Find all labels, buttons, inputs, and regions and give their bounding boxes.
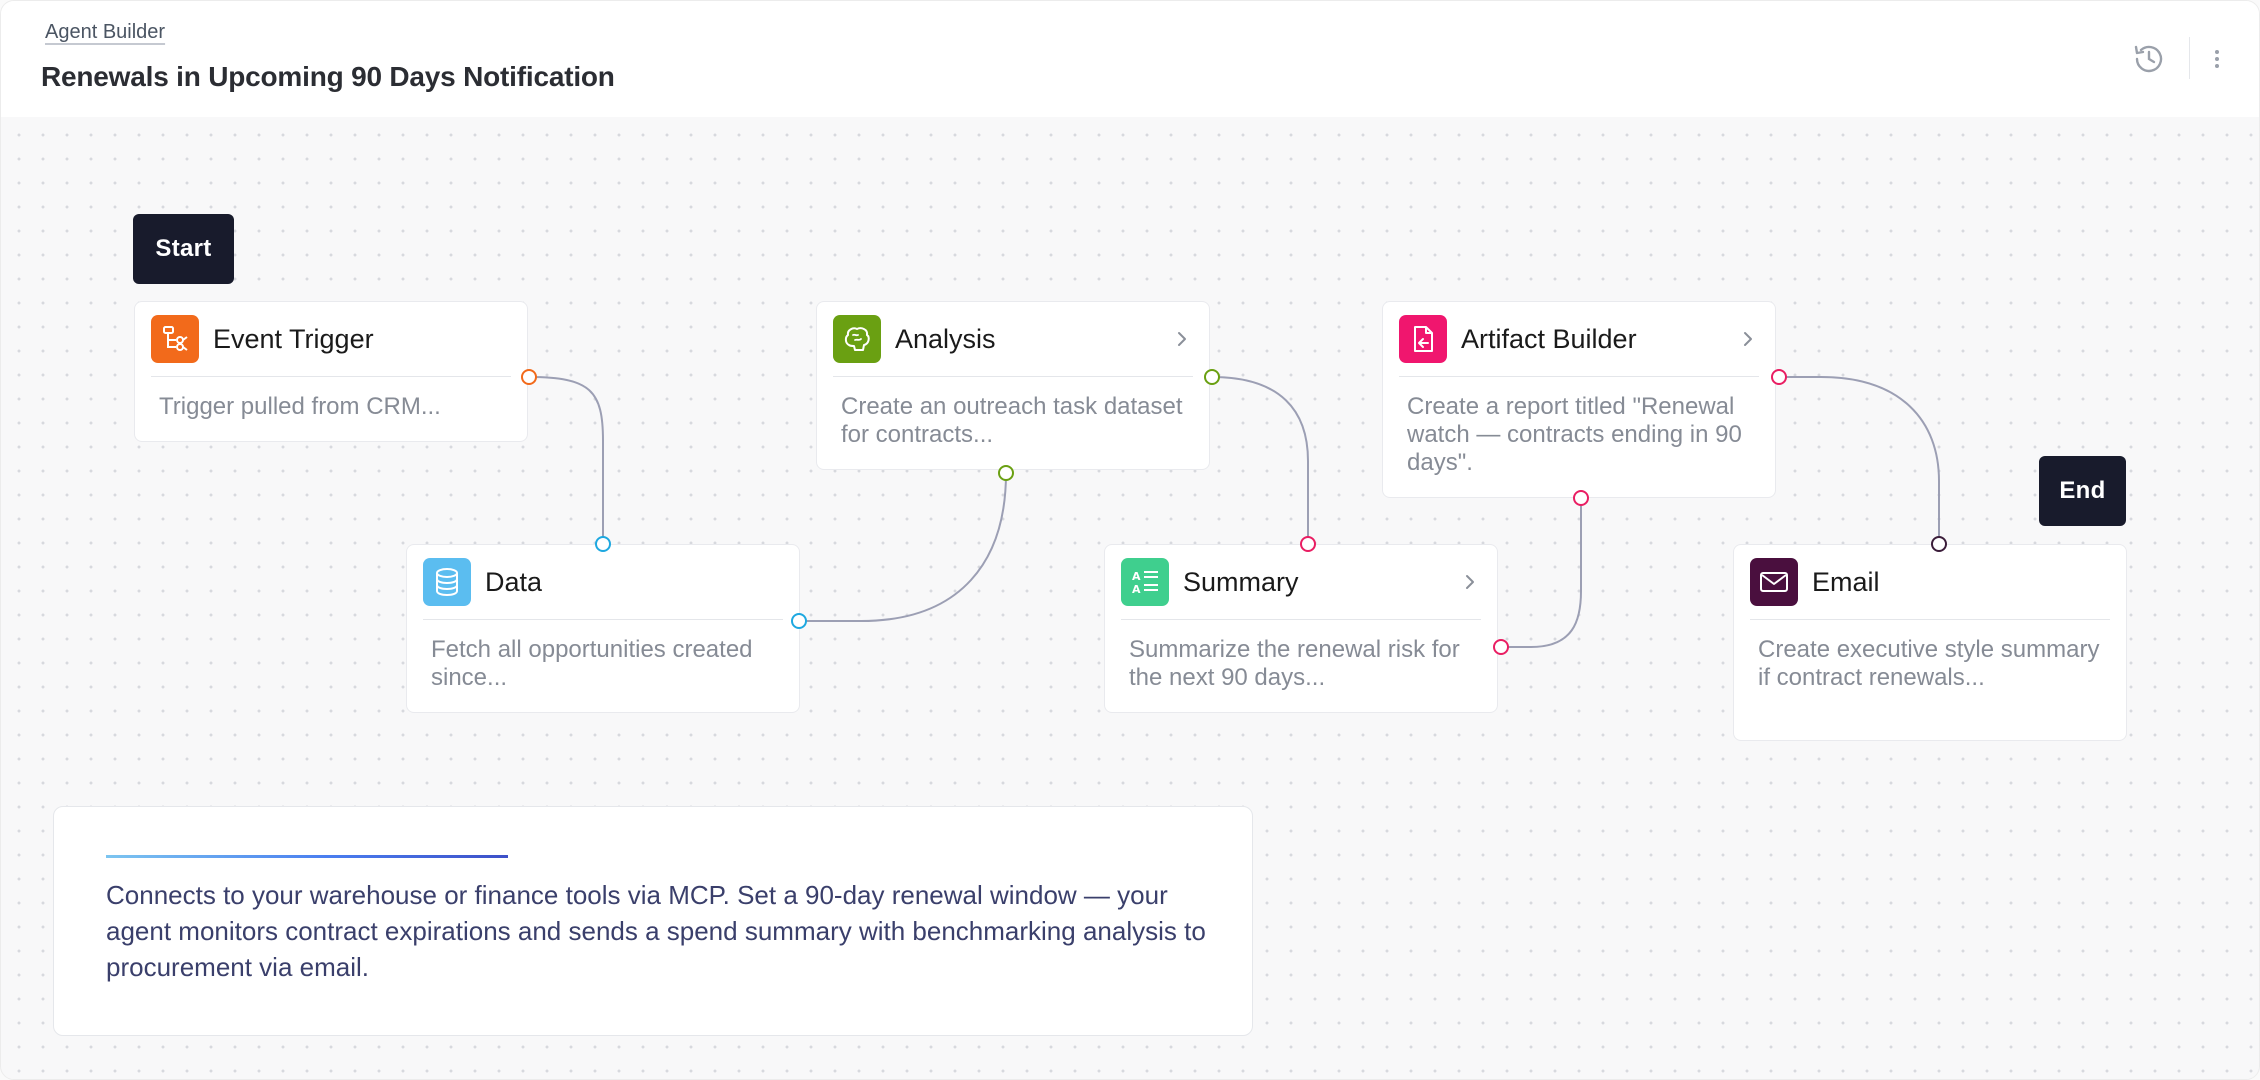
node-description: Trigger pulled from CRM... xyxy=(159,393,441,420)
file-export-icon xyxy=(1399,315,1447,363)
node-data[interactable]: Data Fetch all opportunities created sin… xyxy=(406,544,800,713)
start-node[interactable]: Start xyxy=(133,214,234,284)
end-node[interactable]: End xyxy=(2039,456,2126,526)
info-text: Connects to your warehouse or finance to… xyxy=(106,880,1206,982)
node-title: Email xyxy=(1812,566,1880,597)
node-divider xyxy=(833,376,1193,377)
node-header: Artifact Builder xyxy=(1383,302,1775,376)
port-data-out[interactable] xyxy=(791,613,807,629)
node-title: Analysis xyxy=(895,323,996,354)
node-title: Summary xyxy=(1183,566,1299,597)
chevron-right-icon[interactable] xyxy=(1175,327,1189,351)
node-description: Create a report titled "Renewal watch — … xyxy=(1407,393,1742,476)
port-summary-out[interactable] xyxy=(1493,639,1509,655)
page-header: Agent Builder Renewals in Upcoming 90 Da… xyxy=(1,1,2259,117)
more-vertical-icon[interactable] xyxy=(2207,41,2227,77)
mail-icon xyxy=(1750,558,1798,606)
chevron-right-icon[interactable] xyxy=(1463,570,1477,594)
node-description: Create an outreach task dataset for cont… xyxy=(841,393,1183,448)
node-header: Analysis xyxy=(817,302,1209,376)
node-header: Data xyxy=(407,545,799,619)
info-accent-bar xyxy=(106,855,508,858)
node-divider xyxy=(1399,376,1759,377)
port-summary-in[interactable] xyxy=(1300,536,1316,552)
port-artifact-out[interactable] xyxy=(1771,369,1787,385)
workflow-icon xyxy=(151,315,199,363)
page-title: Renewals in Upcoming 90 Days Notificatio… xyxy=(41,61,615,92)
node-event-trigger[interactable]: Event Trigger Trigger pulled from CRM... xyxy=(134,301,528,442)
breadcrumb-agent-builder[interactable]: Agent Builder xyxy=(45,21,166,43)
header-divider xyxy=(2189,37,2190,79)
port-analysis-in[interactable] xyxy=(998,465,1014,481)
node-divider xyxy=(1121,619,1481,620)
port-artifact-in[interactable] xyxy=(1573,490,1589,506)
node-title: Artifact Builder xyxy=(1461,323,1637,354)
brain-icon xyxy=(833,315,881,363)
node-divider xyxy=(1750,619,2110,620)
port-analysis-out[interactable] xyxy=(1204,369,1220,385)
node-analysis[interactable]: Analysis Create an outreach task dataset… xyxy=(816,301,1210,470)
node-email[interactable]: Email Create executive style summary if … xyxy=(1733,544,2127,741)
svg-text:A: A xyxy=(1132,570,1141,583)
node-title: Data xyxy=(485,566,543,597)
node-header: Email xyxy=(1734,545,2126,619)
port-data-in[interactable] xyxy=(595,536,611,552)
node-description: Create executive style summary if contra… xyxy=(1758,636,2100,691)
history-icon[interactable] xyxy=(2131,41,2167,77)
node-description: Summarize the renewal risk for the next … xyxy=(1129,636,1460,691)
svg-text:A: A xyxy=(1132,583,1141,596)
node-description: Fetch all opportunities created since... xyxy=(431,636,753,691)
port-event-trigger-out[interactable] xyxy=(521,369,537,385)
node-divider xyxy=(151,376,511,377)
node-divider xyxy=(423,619,783,620)
database-icon xyxy=(423,558,471,606)
node-title: Event Trigger xyxy=(213,323,374,354)
info-card: Connects to your warehouse or finance to… xyxy=(53,806,1253,1036)
node-header: Event Trigger xyxy=(135,302,527,376)
node-artifact-builder[interactable]: Artifact Builder Create a report titled … xyxy=(1382,301,1776,498)
port-email-in[interactable] xyxy=(1931,536,1947,552)
chevron-right-icon[interactable] xyxy=(1741,327,1755,351)
